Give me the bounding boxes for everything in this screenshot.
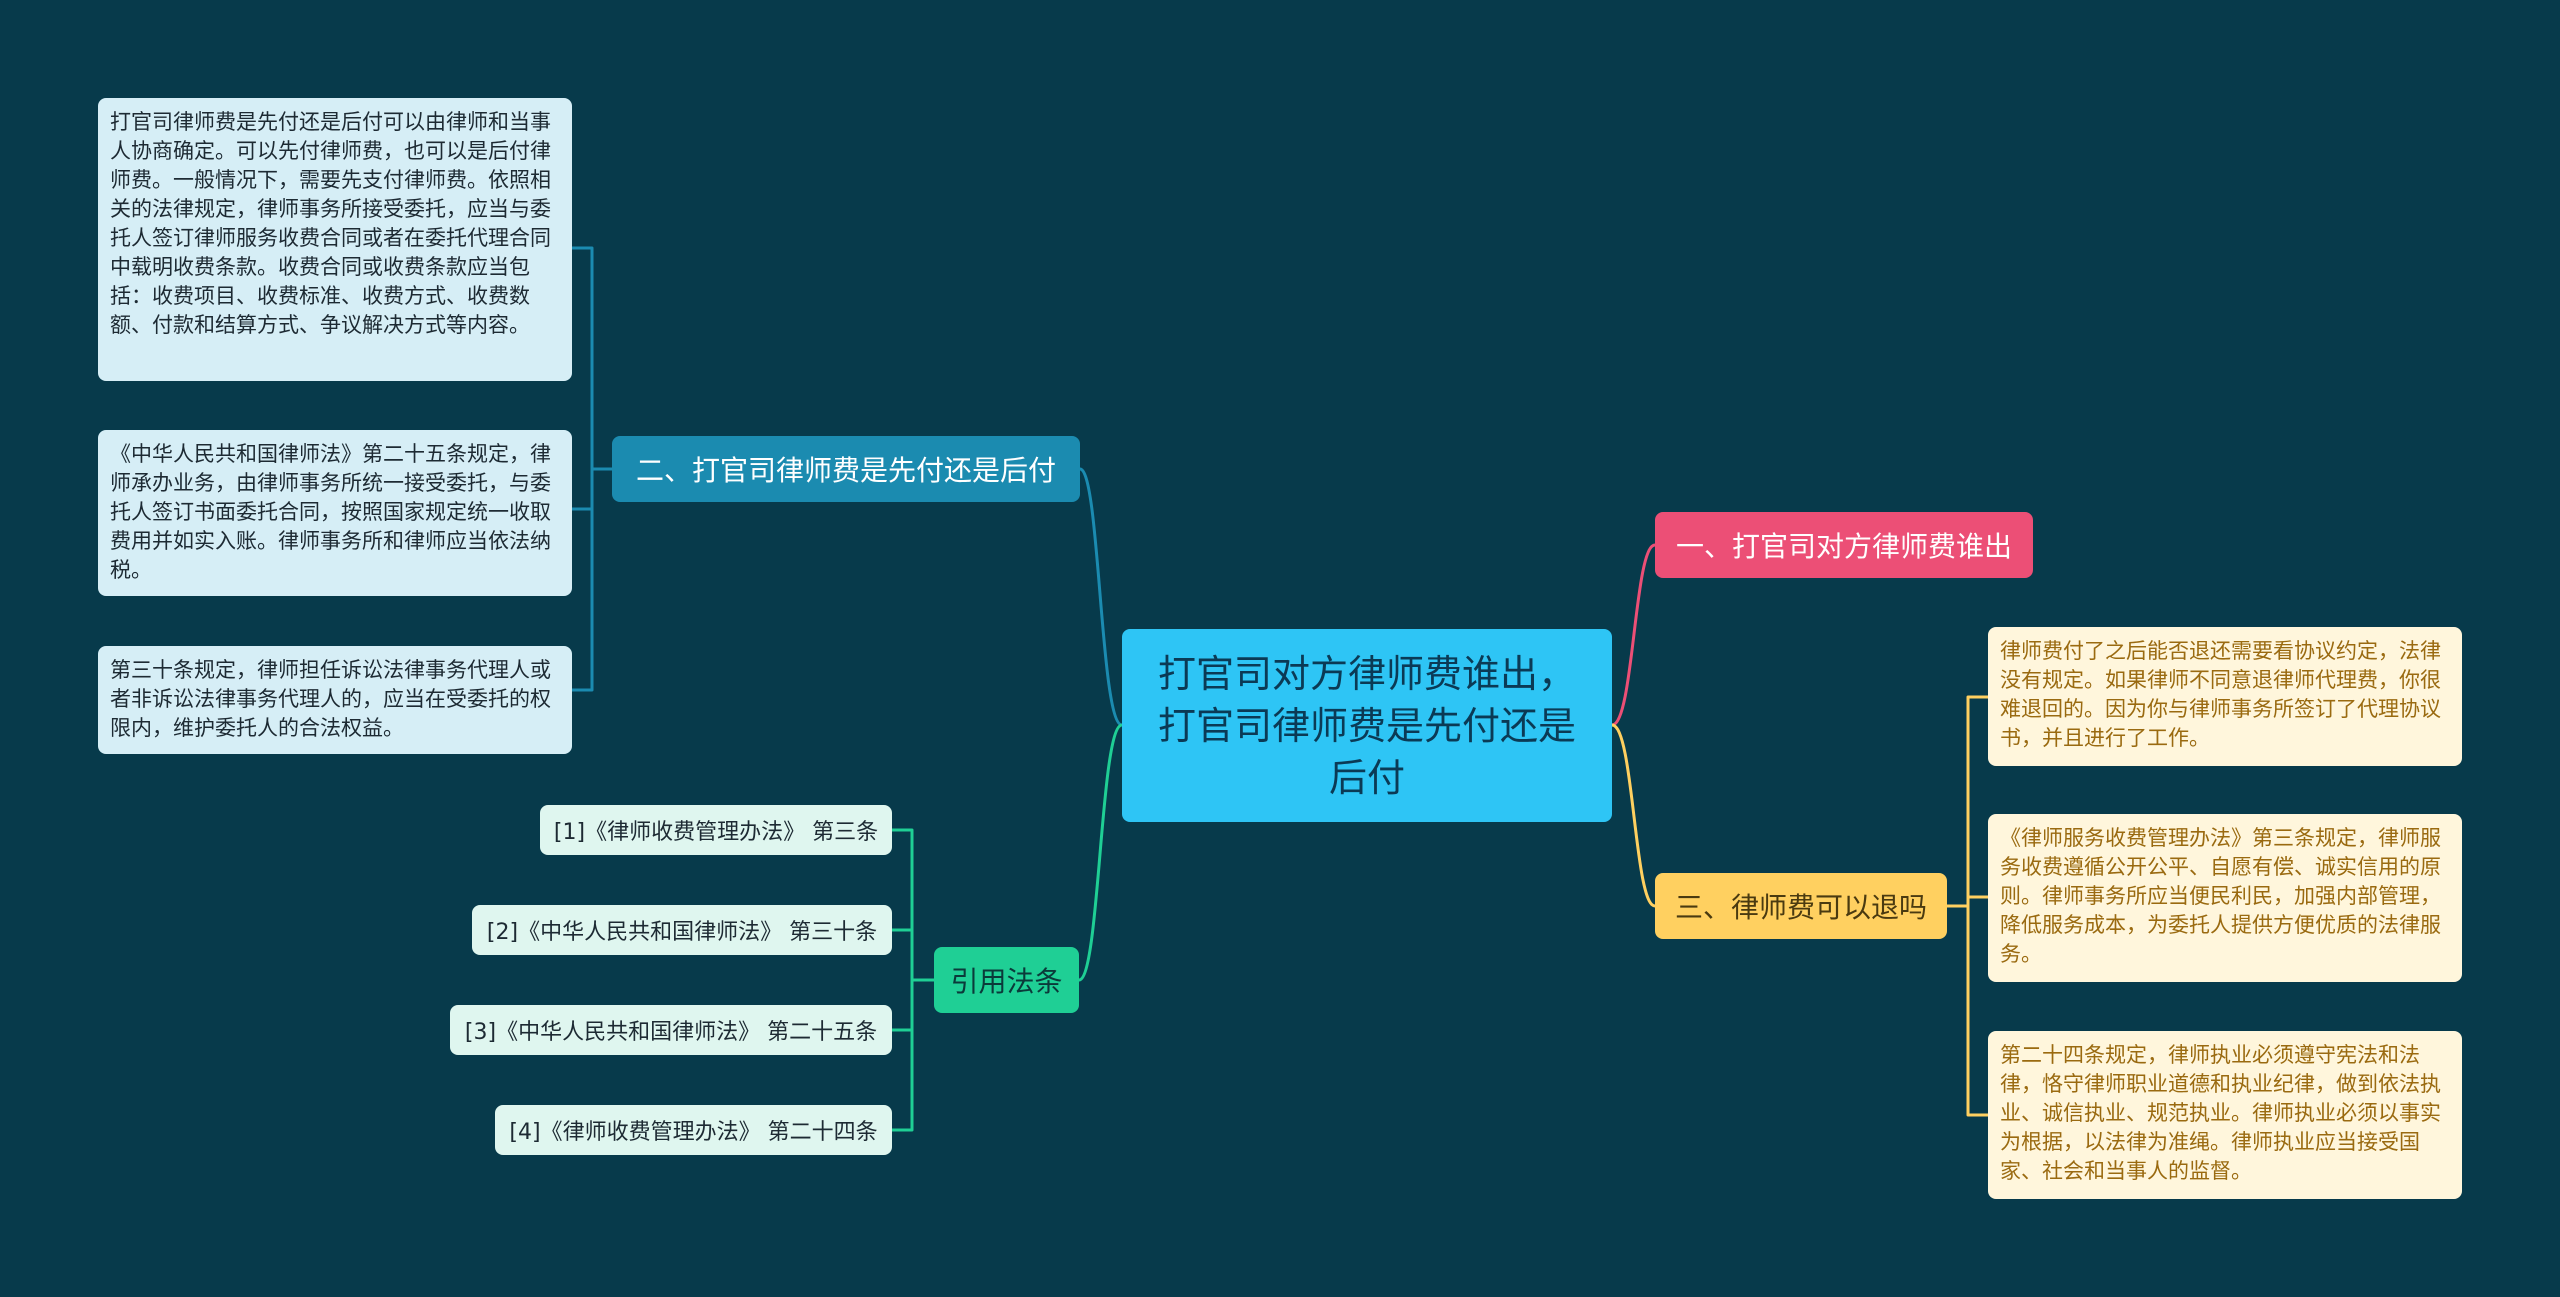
branch-fee-timing-label: 二、打官司律师费是先付还是后付: [635, 454, 1056, 487]
fee-timing-note-3[interactable]: 第三十条规定，律师担任诉讼法律事务代理人或者非诉讼法律事务代理人的，应当在受委托…: [98, 646, 572, 754]
link-center-cite: [1078, 723, 1123, 982]
branch-citations[interactable]: 引用法条: [934, 947, 1079, 1013]
citation-item-text: [2]《中华人民共和国律师法》 第三十条: [486, 920, 878, 945]
refund-note-1[interactable]: 律师费付了之后能否退还需要看协议约定，法律没有规定。如果律师不同意退律师代理费，…: [1988, 627, 2462, 766]
branch-citations-label: 引用法条: [950, 965, 1063, 998]
central-topic-label: 打官司对方律师费谁出，打官司律师费是先付还是后付: [1157, 651, 1576, 800]
branch-fee-timing[interactable]: 二、打官司律师费是先付还是后付: [612, 436, 1080, 502]
fee-timing-note-1[interactable]: 打官司律师费是先付还是后付可以由律师和当事人协商确定。可以先付律师费，也可以是后…: [98, 98, 572, 381]
link-refund-bracket: [1945, 695, 1990, 1117]
branch-refund[interactable]: 三、律师费可以退吗: [1655, 873, 1947, 939]
link-center-refund: [1611, 723, 1656, 908]
link-center-fee: [1079, 467, 1123, 727]
refund-note-2-text: 《律师服务收费管理办法》第三条规定，律师服务收费遵循公开公平、自愿有偿、诚实信用…: [2000, 826, 2441, 966]
refund-note-3-text: 第二十四条规定，律师执业必须遵守宪法和法律，恪守律师职业道德和执业纪律，做到依法…: [2000, 1043, 2441, 1183]
fee-timing-note-3-text: 第三十条规定，律师担任诉讼法律事务代理人或者非诉讼法律事务代理人的，应当在受委托…: [110, 658, 551, 740]
refund-note-3[interactable]: 第二十四条规定，律师执业必须遵守宪法和法律，恪守律师职业道德和执业纪律，做到依法…: [1988, 1031, 2462, 1199]
branch-who-pays[interactable]: 一、打官司对方律师费谁出: [1655, 512, 2033, 578]
citation-item[interactable]: [3]《中华人民共和国律师法》 第二十五条: [450, 1005, 892, 1055]
link-center-who: [1611, 543, 1656, 727]
branch-who-pays-label: 一、打官司对方律师费谁出: [1675, 530, 2012, 563]
fee-timing-note-2[interactable]: 《中华人民共和国律师法》第二十五条规定，律师承办业务，由律师事务所统一接受委托，…: [98, 430, 572, 596]
fee-timing-note-2-text: 《中华人民共和国律师法》第二十五条规定，律师承办业务，由律师事务所统一接受委托，…: [110, 442, 551, 582]
citation-item[interactable]: [1]《律师收费管理办法》 第三条: [540, 805, 892, 855]
fee-timing-note-1-text: 打官司律师费是先付还是后付可以由律师和当事人协商确定。可以先付律师费，也可以是后…: [110, 110, 551, 337]
link-cite-bracket: [890, 828, 936, 1132]
citation-item[interactable]: [2]《中华人民共和国律师法》 第三十条: [472, 905, 892, 955]
citation-item-text: [1]《律师收费管理办法》 第三条: [553, 820, 879, 845]
central-topic[interactable]: 打官司对方律师费谁出，打官司律师费是先付还是后付: [1122, 629, 1612, 822]
branch-refund-label: 三、律师费可以退吗: [1674, 891, 1927, 924]
link-fee-bracket: [570, 246, 614, 692]
refund-note-2[interactable]: 《律师服务收费管理办法》第三条规定，律师服务收费遵循公开公平、自愿有偿、诚实信用…: [1988, 814, 2462, 982]
citation-item-text: [4]《律师收费管理办法》 第二十四条: [509, 1120, 878, 1145]
citation-item-text: [3]《中华人民共和国律师法》 第二十五条: [464, 1020, 878, 1045]
refund-note-1-text: 律师费付了之后能否退还需要看协议约定，法律没有规定。如果律师不同意退律师代理费，…: [2000, 639, 2441, 750]
citation-item[interactable]: [4]《律师收费管理办法》 第二十四条: [495, 1105, 892, 1155]
